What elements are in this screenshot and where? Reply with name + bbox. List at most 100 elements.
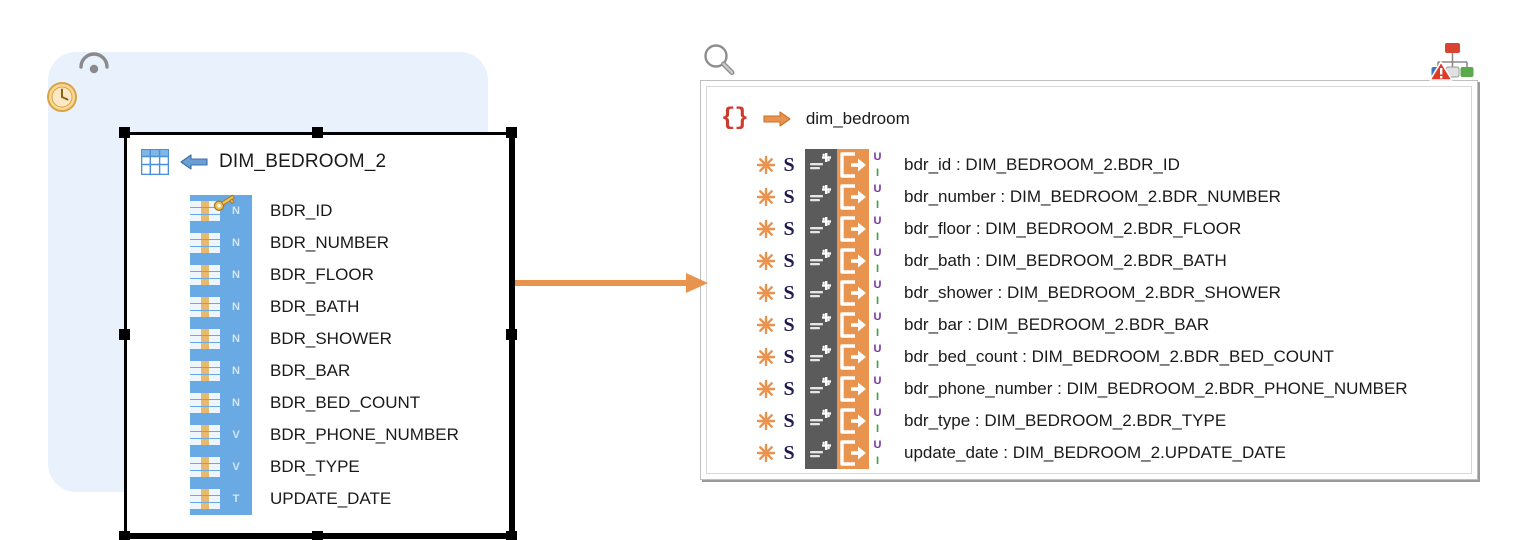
asterisk-icon (755, 314, 777, 336)
left-arrow-icon (179, 152, 209, 172)
source-column-row[interactable]: V BDR_PHONE_NUMBER (190, 419, 459, 451)
selection-handle-e[interactable] (506, 329, 517, 340)
column-type-indicator: V (220, 451, 252, 483)
export-arrow-icon (837, 149, 869, 181)
export-arrow-icon (837, 213, 869, 245)
column-type-letter: T (232, 493, 240, 505)
column-type-indicator: N (220, 291, 252, 323)
update-flag: U (873, 278, 882, 291)
update-flag: U (873, 214, 882, 227)
column-bars-icon (190, 419, 220, 451)
source-column-name: UPDATE_DATE (270, 489, 392, 508)
selection-handle-sw[interactable] (119, 531, 130, 540)
sparkle-dash-icon (805, 309, 837, 341)
column-type-letter: N (232, 301, 240, 313)
sparkle-dash-icon (805, 213, 837, 245)
selection-handle-se[interactable] (506, 531, 517, 540)
update-flag: U (873, 182, 882, 195)
right-arrow-icon (762, 109, 792, 129)
source-column-row[interactable]: N BDR_BED_COUNT (190, 387, 459, 419)
target-mapping-expression: bdr_bed_count : DIM_BEDROOM_2.BDR_BED_CO… (904, 347, 1334, 366)
sparkle-dash-icon (805, 245, 837, 277)
source-column-name: BDR_SHOWER (270, 329, 392, 348)
asterisk-icon (755, 186, 777, 208)
export-arrow-icon (837, 309, 869, 341)
column-type-letter: N (232, 269, 240, 281)
clock-badge-icon (46, 81, 78, 113)
export-arrow-icon (837, 181, 869, 213)
column-bars-icon (190, 451, 220, 483)
export-arrow-icon (837, 373, 869, 405)
target-schema-header: {} dim_bedroom (721, 105, 910, 132)
insert-flag: I (875, 294, 880, 307)
sparkle-dash-icon (805, 437, 837, 469)
selection-handle-n[interactable] (312, 127, 323, 138)
asterisk-icon (755, 378, 777, 400)
source-column-name: BDR_PHONE_NUMBER (270, 425, 459, 444)
magnifier-icon[interactable] (702, 43, 736, 79)
primary-key-icon (212, 191, 238, 213)
export-arrow-icon (837, 437, 869, 469)
right-arrow-connector[interactable] (484, 272, 710, 294)
column-type-indicator: N (220, 387, 252, 419)
source-column-row[interactable]: T UPDATE_DATE (190, 483, 459, 515)
asterisk-icon (755, 250, 777, 272)
column-bars-icon (190, 323, 220, 355)
selection-handle-s[interactable] (312, 531, 323, 540)
source-column-name: BDR_ID (270, 201, 333, 220)
asterisk-icon (755, 410, 777, 432)
source-table-header: DIM_BEDROOM_2 (140, 148, 387, 176)
sparkle-dash-icon (805, 341, 837, 373)
target-mapping-expression: bdr_type : DIM_BEDROOM_2.BDR_TYPE (904, 411, 1227, 430)
source-column-name: BDR_BED_COUNT (270, 393, 421, 412)
selection-handle-ne[interactable] (506, 127, 517, 138)
column-bars-icon (190, 483, 220, 515)
update-flag: U (873, 374, 882, 387)
column-type-indicator: V (220, 419, 252, 451)
source-table-name: DIM_BEDROOM_2 (219, 151, 387, 172)
update-flag: U (873, 438, 882, 451)
sparkle-dash-icon (805, 277, 837, 309)
asterisk-icon (755, 346, 777, 368)
selection-handle-w[interactable] (119, 329, 130, 340)
target-mapping-expression: bdr_bar : DIM_BEDROOM_2.BDR_BAR (904, 315, 1210, 334)
insert-flag: I (875, 198, 880, 211)
column-bars-icon (190, 195, 220, 227)
selection-handle-nw[interactable] (119, 127, 130, 138)
string-type-icon: S (783, 345, 795, 368)
target-mapping-expression: update_date : DIM_BEDROOM_2.UPDATE_DATE (904, 443, 1287, 462)
column-type-indicator: N (220, 355, 252, 387)
